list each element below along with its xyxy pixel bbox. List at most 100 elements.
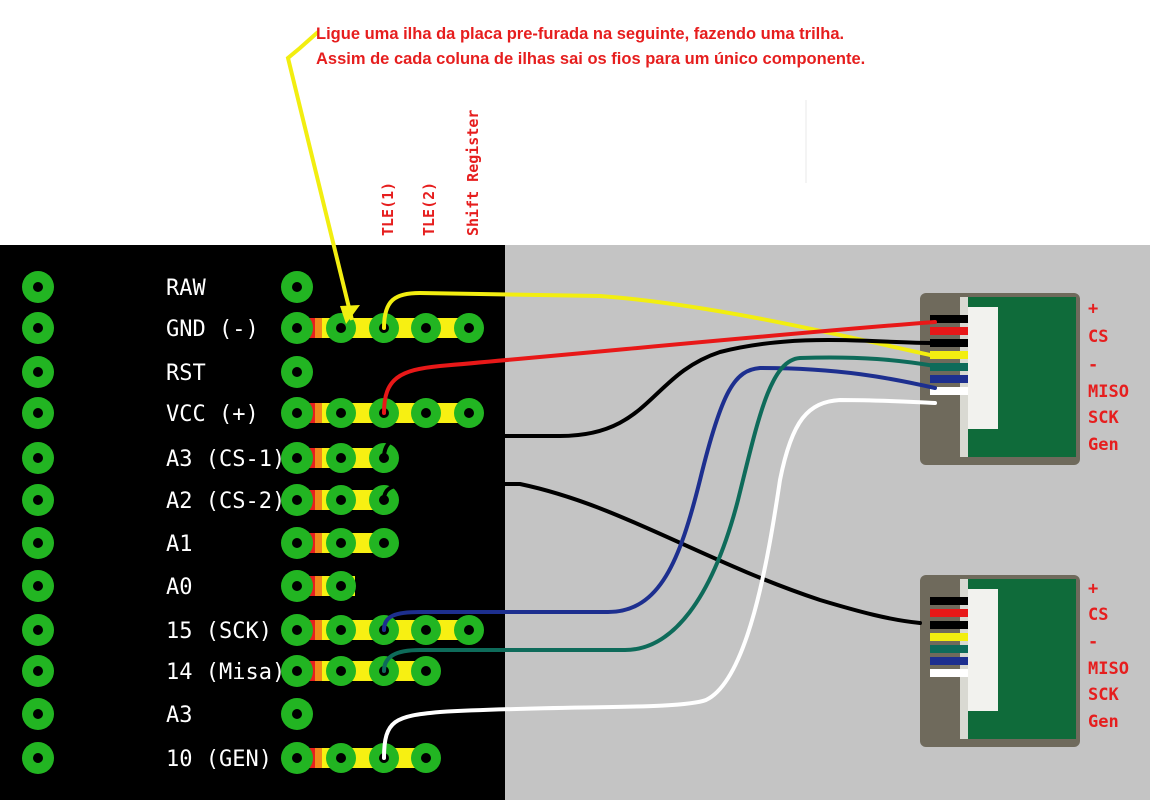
pad-hole	[33, 453, 43, 463]
pin-label: A3	[166, 703, 193, 728]
pin-label: 10 (GEN)	[166, 747, 272, 772]
trace-segment	[315, 576, 322, 596]
pad-hole	[33, 753, 43, 763]
trace-segment	[315, 490, 322, 510]
module-wire	[930, 657, 968, 665]
pad-hole	[421, 323, 431, 333]
module-wire	[930, 315, 968, 323]
pin-label: A0	[166, 575, 193, 600]
pad-hole	[464, 408, 474, 418]
module-2-pin-label: Gen	[1088, 712, 1119, 732]
module-1-pin-label: +	[1088, 299, 1098, 319]
pad-hole	[33, 666, 43, 676]
module-1-pin-label: MISO	[1088, 382, 1129, 402]
module-wire	[930, 633, 968, 641]
module-wire	[930, 339, 968, 347]
module-wire	[930, 669, 968, 677]
pad-hole	[292, 408, 302, 418]
module-1-pin-label: Gen	[1088, 435, 1119, 455]
pin-label: VCC (+)	[166, 402, 259, 427]
pad-hole	[292, 453, 302, 463]
pad-hole	[336, 408, 346, 418]
wire-blue-sck	[382, 365, 937, 632]
trace-segment	[315, 620, 322, 640]
trace-segment	[315, 533, 322, 553]
pad-hole	[379, 538, 389, 548]
module-2-pin-label: +	[1088, 579, 1098, 599]
pad-hole	[336, 753, 346, 763]
module-wire	[930, 351, 968, 359]
pad-hole	[421, 408, 431, 418]
annotation-line-2: Assim de cada coluna de ilhas sai os fio…	[316, 50, 866, 68]
pad-layer	[22, 271, 484, 774]
pad-hole	[336, 666, 346, 676]
pad-hole	[292, 753, 302, 763]
pad-hole	[336, 538, 346, 548]
wire-red-vcc	[382, 320, 937, 415]
module-2-pin-label: SCK	[1088, 685, 1119, 705]
annotation-arrowhead	[340, 305, 360, 324]
pad-hole	[336, 581, 346, 591]
wire-green-miso	[382, 355, 937, 673]
pad-hole	[33, 408, 43, 418]
pad-hole	[33, 367, 43, 377]
module-wire	[930, 363, 968, 371]
module-1-pin-label: SCK	[1088, 408, 1119, 428]
module-wire	[930, 327, 968, 335]
pad-hole	[336, 495, 346, 505]
module-wire	[930, 621, 968, 629]
pad-hole	[336, 453, 346, 463]
annotation-pointer-line	[285, 30, 354, 321]
module-2-pin-label: CS	[1088, 605, 1108, 625]
pin-label: A2 (CS-2)	[166, 489, 285, 514]
module-wire	[930, 375, 968, 383]
annotation-line-1: Ligue uma ilha da placa pre-furada na se…	[316, 25, 845, 43]
pin-label: RST	[166, 361, 206, 386]
pin-label: RAW	[166, 276, 206, 301]
pad-hole	[292, 666, 302, 676]
column-header: Shift Register	[464, 110, 482, 236]
wire-layer	[285, 30, 937, 760]
module-wire	[930, 387, 968, 395]
pad-hole	[421, 625, 431, 635]
trace-segment	[315, 318, 322, 338]
module-1-pin-label: CS	[1088, 327, 1108, 347]
pad-hole	[33, 538, 43, 548]
module-layer	[920, 293, 1080, 747]
pad-hole	[33, 625, 43, 635]
pad-hole	[292, 282, 302, 292]
module-wire	[930, 645, 968, 653]
trace-segment	[315, 403, 322, 423]
label-layer: RAW GND (-) RST VCC (+) A3 (CS-1) A2 (CS-2) A1…	[166, 110, 1129, 772]
pad-hole	[33, 323, 43, 333]
module-wire	[930, 609, 968, 617]
pad-hole	[33, 581, 43, 591]
pad-hole	[33, 709, 43, 719]
pad-hole	[464, 323, 474, 333]
wire-white-gen	[382, 397, 937, 760]
connector-housing	[968, 589, 998, 711]
pad-hole	[421, 666, 431, 676]
wire-black-cs2	[382, 482, 922, 625]
trace-segment	[315, 661, 322, 681]
wire-black-cs1	[382, 337, 937, 460]
module-2-pin-label: MISO	[1088, 659, 1129, 679]
pad-hole	[292, 709, 302, 719]
column-header: TLE(1)	[379, 182, 397, 236]
pin-label: A3 (CS-1)	[166, 447, 285, 472]
connector-housing	[968, 307, 998, 429]
pad-hole	[292, 367, 302, 377]
pin-label: 15 (SCK)	[166, 619, 272, 644]
module-1-pin-label: -	[1088, 355, 1098, 375]
pad-hole	[336, 323, 346, 333]
pin-label: A1	[166, 532, 193, 557]
annotation-note: Ligue uma ilha da placa pre-furada na se…	[316, 22, 865, 72]
trace-segment	[315, 448, 322, 468]
module-2-pin-label: -	[1088, 632, 1098, 652]
pad-hole	[292, 495, 302, 505]
pad-hole	[33, 282, 43, 292]
pin-label: GND (-)	[166, 317, 259, 342]
pad-hole	[292, 538, 302, 548]
column-header: TLE(2)	[420, 182, 438, 236]
